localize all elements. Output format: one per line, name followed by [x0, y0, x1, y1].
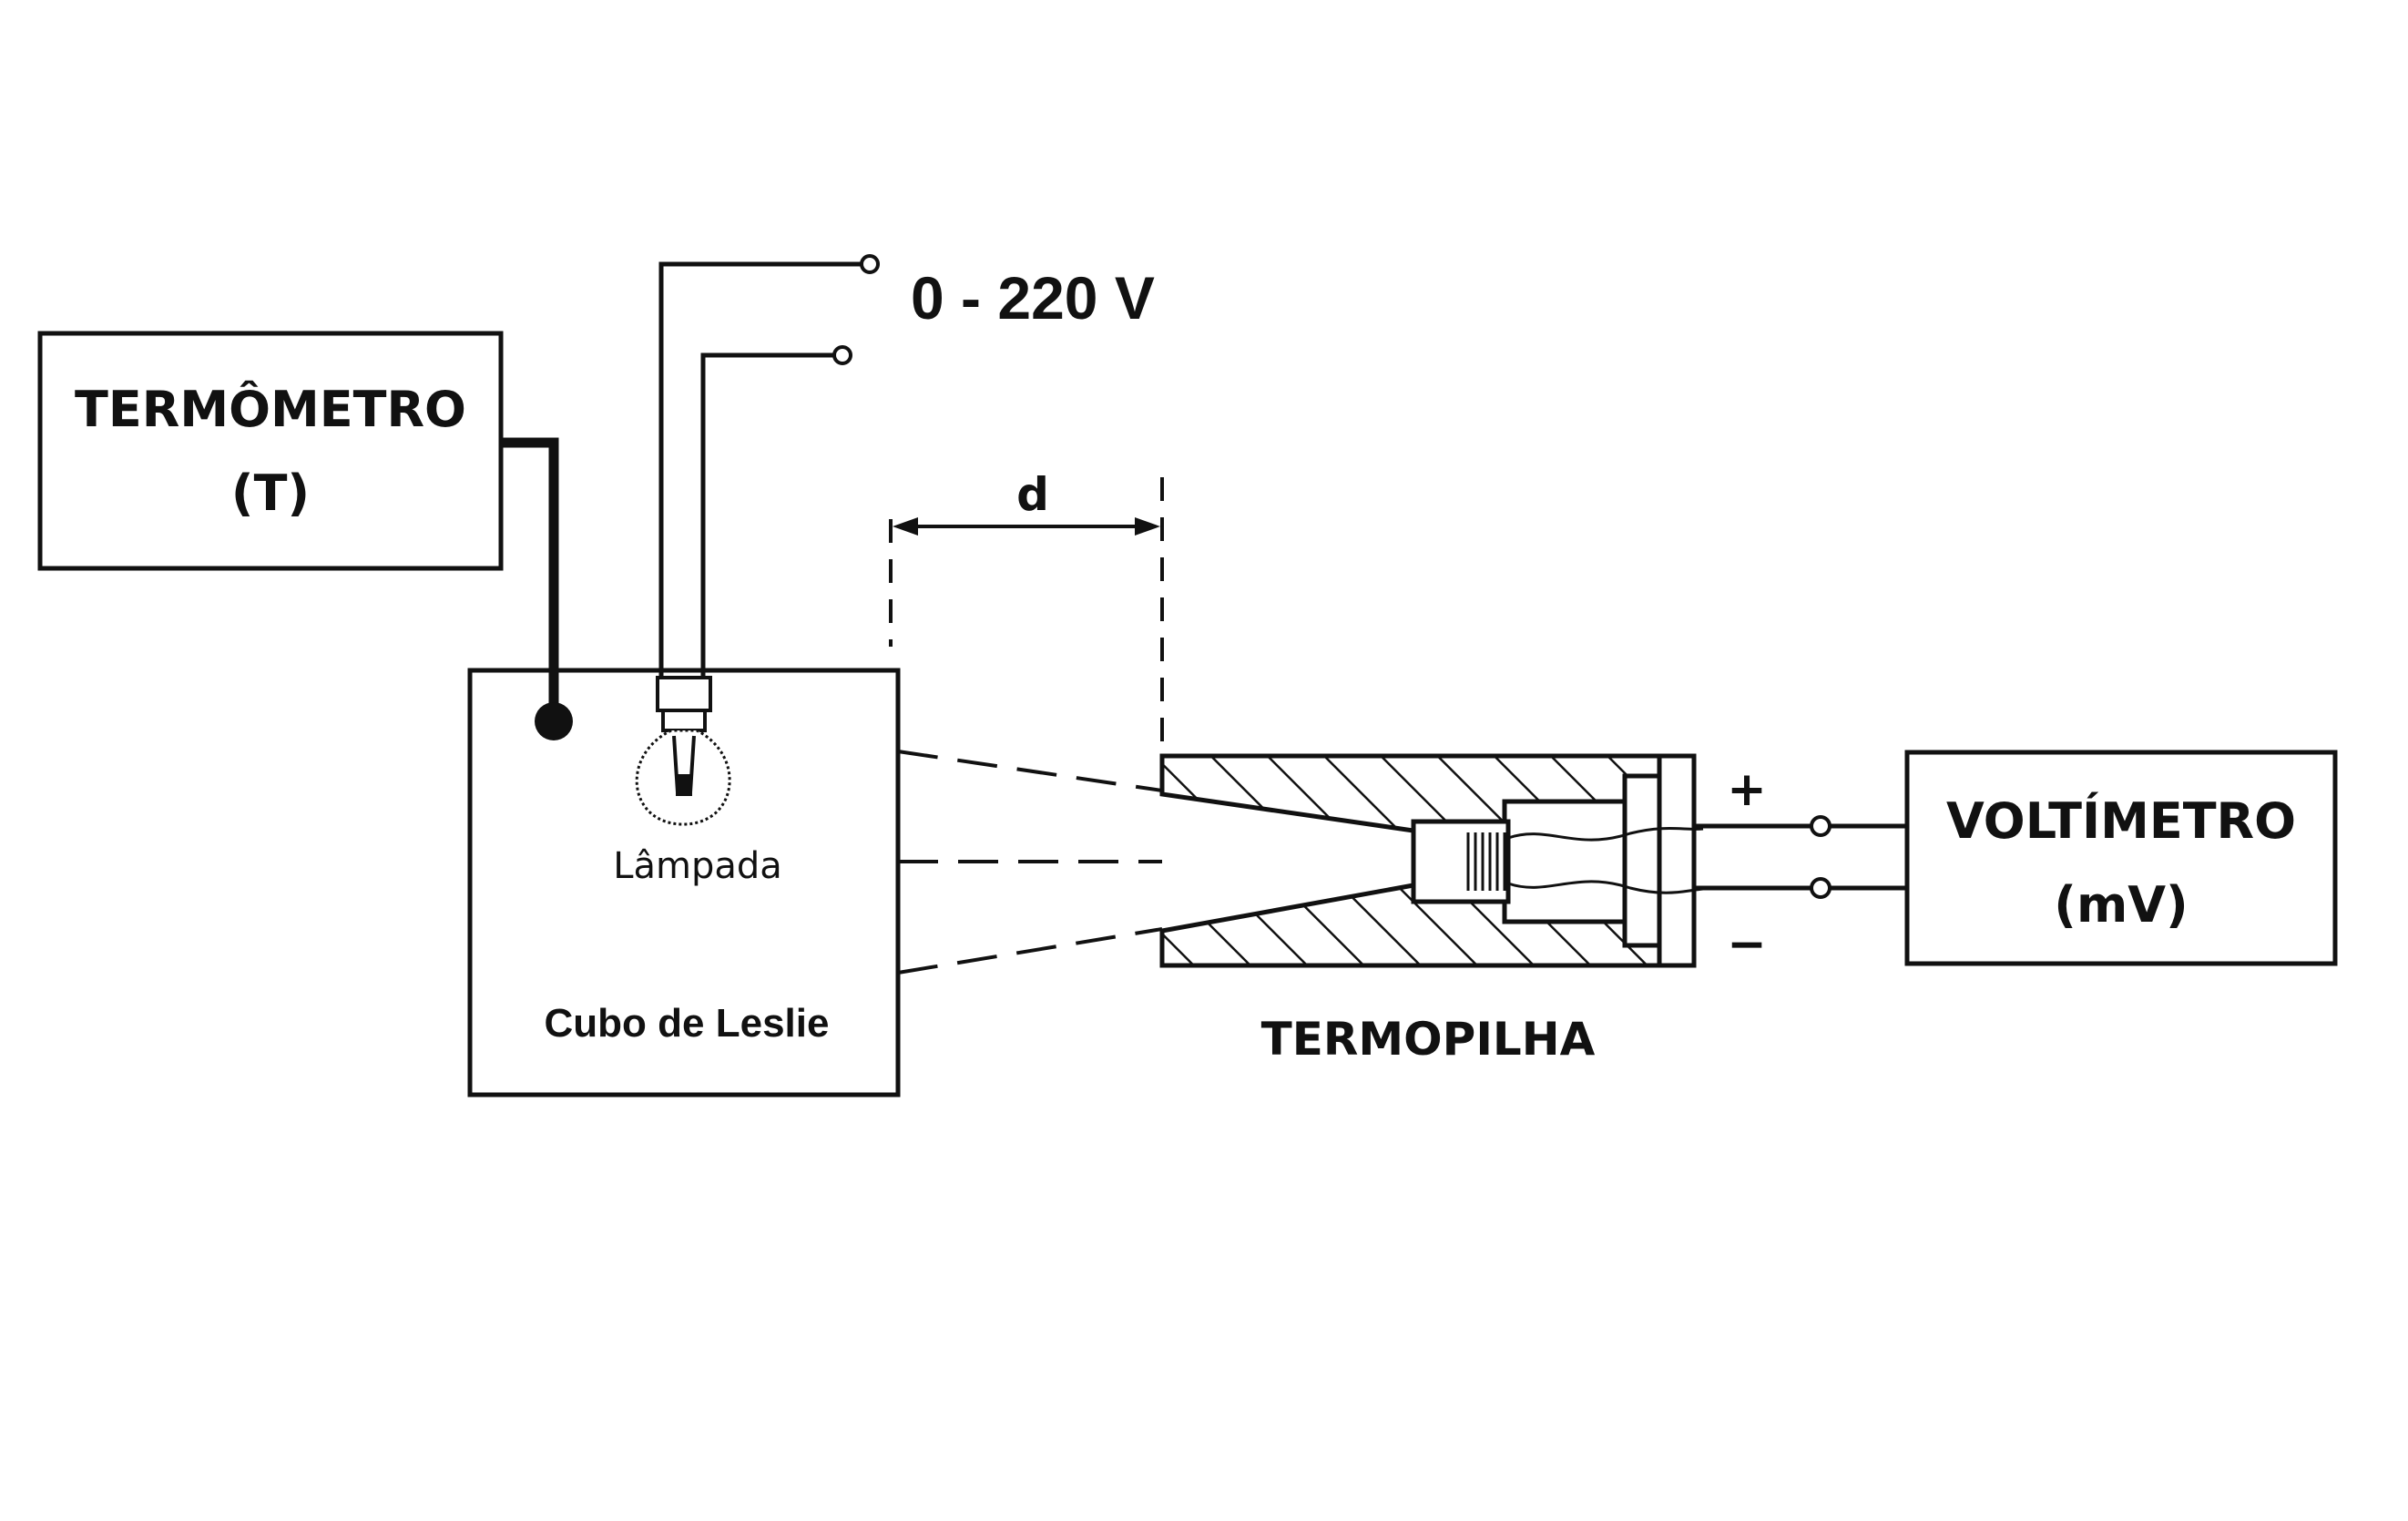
- distance-marker: [889, 477, 1164, 756]
- voltmeter-box: VOLTÍMETRO (mV): [1904, 750, 2338, 966]
- terminal-minus-icon: [1810, 877, 1832, 899]
- voltmeter-label: VOLTÍMETRO: [1946, 792, 2296, 850]
- voltmeter-unit-label: (mV): [2054, 876, 2188, 934]
- power-supply-wires: [658, 254, 880, 678]
- radiation-rays: [897, 750, 1163, 975]
- output-wires: [1694, 815, 1907, 899]
- probe-sensor-icon: [535, 702, 573, 740]
- thermopile-label: TERMOPILHA: [1261, 1013, 1596, 1066]
- thermopile: [1159, 753, 1704, 968]
- terminal-icon: [860, 254, 880, 274]
- terminal-plus-icon: [1810, 815, 1832, 837]
- distance-label: d: [1016, 468, 1049, 521]
- plus-label: +: [1727, 762, 1767, 817]
- leslie-cube: Cubo de Leslie: [467, 668, 901, 1097]
- lamp-label: Lâmpada: [613, 845, 782, 887]
- voltage-label: 0 - 220 V: [911, 264, 1155, 332]
- terminal-icon: [832, 345, 852, 365]
- thermometer-label: TERMÔMETRO: [75, 381, 466, 438]
- thermometer-probe: [501, 437, 573, 740]
- cube-label: Cubo de Leslie: [545, 1001, 830, 1046]
- thermometer-box: TERMÔMETRO (T): [37, 331, 504, 571]
- sensor-element-icon: [1466, 832, 1506, 891]
- lamp-icon: [635, 676, 731, 826]
- minus-label: −: [1727, 917, 1767, 972]
- thermometer-unit-label: (T): [231, 464, 310, 522]
